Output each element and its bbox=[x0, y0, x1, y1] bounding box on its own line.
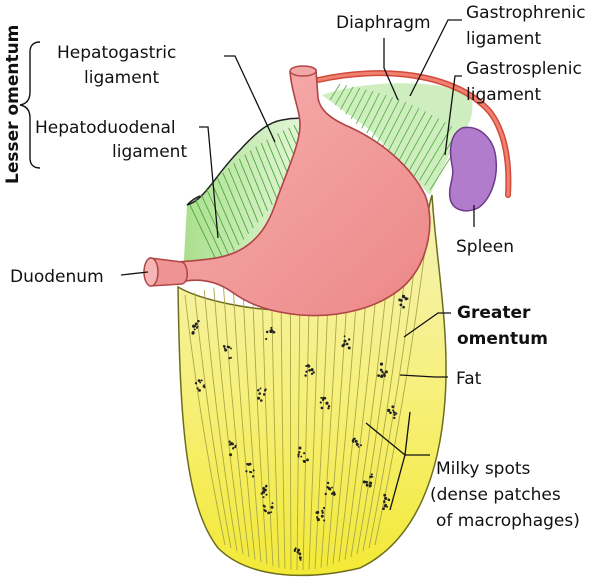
lesser-omentum-fiber bbox=[233, 163, 259, 223]
milky-spots-label-line2: (dense patches bbox=[430, 485, 561, 505]
milky-spot-cluster bbox=[382, 493, 391, 511]
gastrosplenic-fiber bbox=[366, 94, 387, 134]
gastrosplenic-fiber bbox=[392, 108, 420, 158]
gastrosplenic-fiber bbox=[376, 99, 400, 143]
milky-spot-clusters bbox=[191, 294, 409, 561]
gastrosplenic-fiber bbox=[387, 104, 413, 153]
milky-spot-cluster bbox=[315, 506, 326, 522]
omentum-fold-line bbox=[344, 283, 378, 560]
milky-spot-cluster bbox=[362, 473, 374, 488]
milky-spot-cluster bbox=[293, 547, 302, 561]
lesser-omentum-fiber bbox=[195, 199, 226, 263]
omentum-fold-line bbox=[232, 283, 256, 560]
lesser-omentum-fiber bbox=[255, 146, 278, 200]
omentum-fold-line bbox=[374, 249, 426, 546]
greater-omentum-label-line2: omentum bbox=[457, 329, 548, 349]
omentum-fold-line bbox=[356, 278, 397, 555]
duodenum-label: Duodenum bbox=[10, 267, 104, 287]
lesser-omentum-fiber bbox=[205, 188, 235, 252]
diaphragm-label: Diaphragm bbox=[336, 13, 431, 33]
hepatoduodenal-label-line1: Hepatoduodenal bbox=[35, 118, 176, 138]
gastrophrenic-label-line1: Gastrophrenic bbox=[466, 3, 586, 23]
gastrosplenic-fiber bbox=[398, 111, 426, 162]
greater-omentum-label-line1: Greater bbox=[457, 303, 531, 323]
leader-lines bbox=[120, 19, 475, 511]
lesser-omentum-bracket bbox=[19, 41, 41, 169]
gastrosplenic-fiber bbox=[340, 86, 354, 110]
hepatogastric-label-line1: Hepatogastric bbox=[57, 43, 176, 63]
lesser-omentum-fiber bbox=[222, 172, 250, 234]
milky-spot-cluster bbox=[245, 462, 255, 478]
gastrosplenic-fiber bbox=[355, 91, 374, 124]
omentum-fold-line bbox=[194, 292, 232, 549]
milky-spot-cluster bbox=[387, 405, 398, 420]
omentum-fold-line bbox=[326, 278, 349, 567]
milky-spots-label-line3: of macrophages) bbox=[436, 511, 580, 531]
milky-spots-label-line1: Milky spots bbox=[436, 459, 531, 479]
gastrosplenic-fiber bbox=[413, 122, 446, 177]
omentum-fold-line bbox=[332, 279, 359, 565]
milky-spot-cluster bbox=[398, 294, 409, 309]
duodenum-organ bbox=[143, 257, 188, 287]
milky-spot-cluster bbox=[351, 437, 362, 448]
omentum-fold-line bbox=[368, 259, 416, 549]
milky-spot-cluster bbox=[304, 364, 315, 377]
milky-spot-cluster bbox=[228, 440, 237, 457]
milky-spot-cluster bbox=[194, 379, 206, 392]
gastrosplenic-fiber bbox=[350, 89, 367, 120]
gastrosplenic-fiber bbox=[408, 118, 440, 172]
gastrosplenic-fiber bbox=[334, 85, 347, 105]
omentum-fold-line bbox=[242, 281, 262, 563]
stomach bbox=[159, 65, 431, 317]
omentum-fold-line bbox=[251, 279, 268, 565]
gastrosplenic-fiber bbox=[345, 87, 361, 115]
omentum-fold-line bbox=[261, 278, 274, 567]
diaphragm-band-inner bbox=[316, 71, 510, 197]
gastrophrenic-label-line2: ligament bbox=[466, 29, 541, 49]
omentum-fold-line bbox=[280, 275, 286, 569]
hepatogastric-label-line2: ligament bbox=[84, 68, 159, 88]
lesser-omentum-fiber bbox=[211, 183, 240, 246]
lesser-omentum-fiber bbox=[260, 142, 283, 194]
milky-spot-cluster bbox=[319, 396, 331, 410]
lesser-omentum-fiber bbox=[200, 193, 230, 257]
lesser-omentum-fiber bbox=[249, 150, 273, 206]
milky-spot-cluster bbox=[191, 319, 200, 335]
milky-spot-cluster bbox=[257, 387, 267, 402]
gastrosplenic-fiber bbox=[371, 97, 394, 139]
lesser-omentum-fiber bbox=[216, 177, 245, 240]
lesser-omentum-label: Lesser omentum bbox=[3, 25, 23, 184]
omentum-fold-line bbox=[222, 285, 250, 558]
omentum-fold-line bbox=[270, 276, 280, 568]
milky-spot-cluster bbox=[265, 326, 276, 341]
hepatoduodenal-label-line2: ligament bbox=[112, 142, 187, 162]
omentum-fold-line bbox=[184, 294, 226, 546]
gastrosplenic-fiber bbox=[382, 102, 407, 148]
gastrosplenic-fiber bbox=[329, 83, 341, 101]
gastrosplenic-label-line2: ligament bbox=[466, 85, 541, 105]
milky-spot-cluster bbox=[377, 362, 388, 379]
omentum-fold-line bbox=[203, 289, 238, 552]
gastrosplenic-fiber bbox=[361, 92, 380, 129]
lesser-omentum-fiber bbox=[244, 154, 269, 212]
gastrosplenic-fiber bbox=[419, 125, 453, 181]
omentum-fold-line bbox=[350, 285, 388, 558]
milky-spot-cluster bbox=[341, 335, 351, 350]
spleen-organ bbox=[448, 126, 498, 212]
lesser-omentum-fiber bbox=[238, 158, 264, 217]
omentum-fold-line bbox=[338, 281, 368, 563]
milky-spot-cluster bbox=[260, 484, 268, 499]
milky-spot-cluster bbox=[262, 502, 274, 515]
fat-label: Fat bbox=[456, 369, 482, 389]
milky-spot-cluster bbox=[324, 481, 336, 496]
gastrosplenic-fiber bbox=[403, 114, 433, 167]
gastrosplenic-label-line1: Gastrosplenic bbox=[466, 59, 582, 79]
spleen-label: Spleen bbox=[456, 237, 514, 257]
omentum-fold-line bbox=[213, 287, 244, 555]
milky-spot-cluster bbox=[297, 446, 309, 464]
gastrosplenic-ligament bbox=[322, 83, 473, 195]
lesser-omentum-fiber bbox=[227, 167, 254, 229]
milky-spot-cluster bbox=[222, 345, 232, 360]
